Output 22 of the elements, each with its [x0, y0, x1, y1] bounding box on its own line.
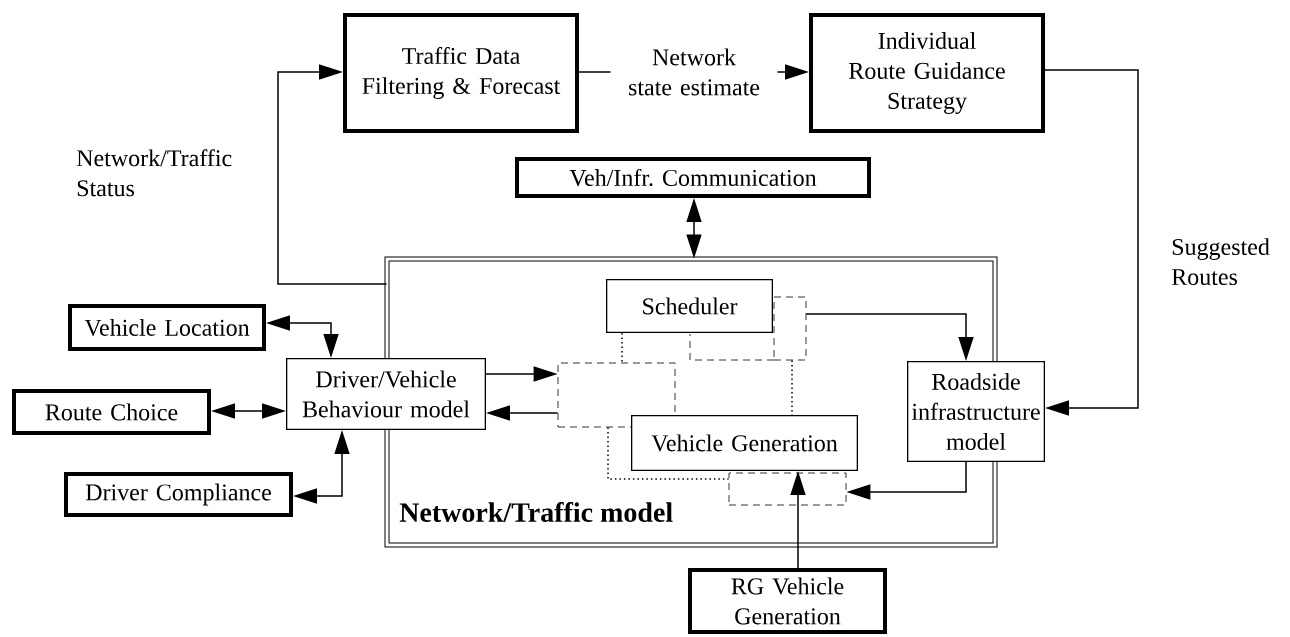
arrow — [277, 64, 388, 285]
dashed-box — [773, 296, 807, 361]
process-box: Scheduler — [606, 279, 773, 333]
edge-label: Suggested Routes — [1171, 238, 1270, 286]
edge-label: Network state estimate — [610, 47, 778, 97]
edge-label: Network/Traffic Status — [76, 149, 232, 197]
process-box: Roadside infrastructure model — [907, 361, 1045, 462]
dashed-box — [728, 472, 847, 506]
process-box: Individual Route Guidance Strategy — [809, 13, 1045, 133]
process-box: Veh/Infr. Communication — [515, 157, 871, 198]
process-box: Traffic Data Filtering & Forecast — [343, 13, 579, 133]
connector-line — [607, 426, 730, 480]
connector-line — [621, 332, 623, 364]
process-box: Driver Compliance — [64, 472, 293, 517]
arrow — [1044, 69, 1139, 416]
process-box: Route Choice — [12, 389, 211, 435]
process-box: Vehicle Location — [68, 304, 266, 351]
connector-line — [791, 359, 793, 416]
process-box: RG Vehicle Generation — [688, 568, 887, 634]
process-box: Driver/Vehicle Behaviour model — [286, 358, 486, 430]
process-box: Vehicle Generation — [631, 415, 858, 471]
frame-heading: Network/Traffic model — [399, 502, 673, 522]
